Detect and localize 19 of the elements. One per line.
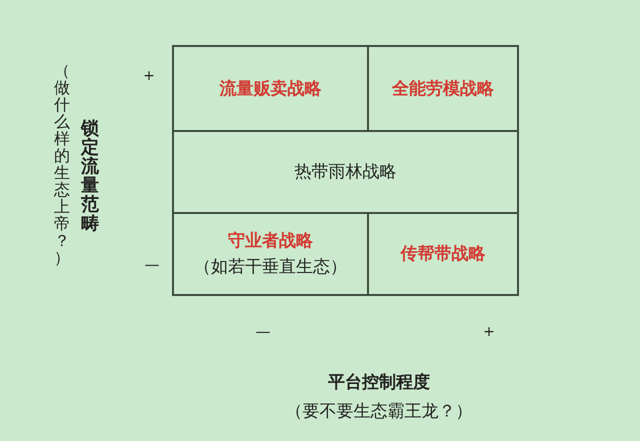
axis-title: 锁定流量范畴 xyxy=(81,119,99,233)
axis-title: 平台控制程度 xyxy=(328,374,430,392)
matrix-cell xyxy=(172,212,369,296)
example-note: （如若干垂直生态） xyxy=(194,256,347,279)
axis-subtitle: （要不要生态霸王龙？） xyxy=(286,404,472,420)
minus-sign: — xyxy=(256,324,270,340)
strategy-title: 流量贩卖战略 xyxy=(220,78,322,100)
strategy-title: 热带雨林战略 xyxy=(294,161,396,184)
strategy-title: 传帮带战略 xyxy=(400,243,486,266)
plus-sign: + xyxy=(483,325,495,339)
matrix-cell xyxy=(367,212,519,296)
strategy-title: 全能劳模战略 xyxy=(392,78,494,100)
axis-subtitle: （做什么样的生态上帝？） xyxy=(54,62,70,266)
strategy-title: 守业者战略 xyxy=(228,230,313,253)
matrix-cell xyxy=(367,45,519,132)
minus-sign: — xyxy=(144,258,160,272)
matrix-cell xyxy=(172,130,519,214)
plus-sign: + xyxy=(143,69,155,83)
matrix-cell xyxy=(172,45,369,132)
